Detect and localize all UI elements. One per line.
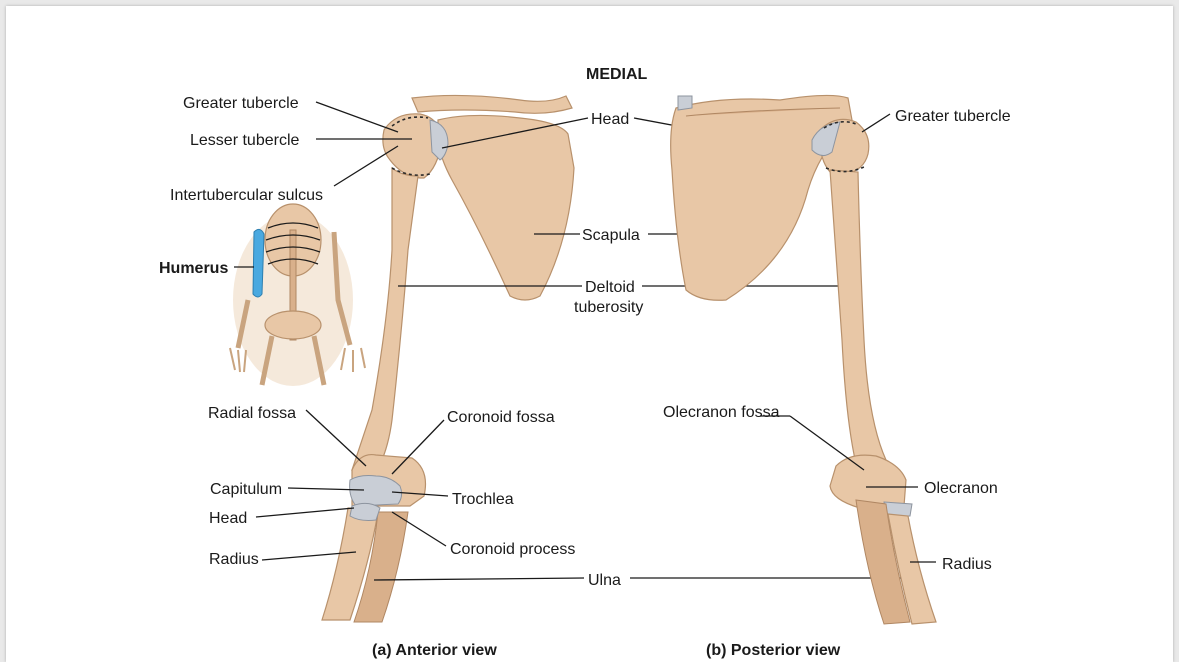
head-label: Head — [591, 111, 629, 128]
anterior-radius-label: Radius — [209, 551, 259, 568]
radial-fossa-label: Radial fossa — [208, 405, 296, 422]
diagram-card — [6, 6, 1173, 662]
anterior-view-caption: (a) Anterior view — [372, 642, 497, 659]
anterior-greater-tubercle-label: Greater tubercle — [183, 95, 299, 112]
deltoid-label-line2: tuberosity — [574, 299, 643, 316]
coronoid-process-label: Coronoid process — [450, 541, 575, 558]
olecranon-fossa-label: Olecranon fossa — [663, 404, 780, 421]
olecranon-label: Olecranon — [924, 480, 998, 497]
deltoid-label-line1: Deltoid — [585, 279, 635, 296]
anterior-head-label: Head — [209, 510, 247, 527]
medial-label: MEDIAL — [586, 66, 648, 83]
skeleton-inset — [229, 203, 366, 386]
ulna-label: Ulna — [588, 572, 621, 589]
anterior-view-bones — [321, 94, 575, 623]
posterior-greater-tubercle-label: Greater tubercle — [895, 108, 1011, 125]
intertubercular-sulcus-label: Intertubercular sulcus — [170, 187, 323, 204]
posterior-view-caption: (b) Posterior view — [706, 642, 841, 659]
coronoid-fossa-label: Coronoid fossa — [447, 409, 555, 426]
posterior-radius-label: Radius — [942, 556, 992, 573]
anterior-lesser-tubercle-label: Lesser tubercle — [190, 132, 299, 149]
humerus-highlight — [252, 228, 265, 298]
trochlea-label: Trochlea — [452, 491, 514, 508]
scapula-label: Scapula — [582, 227, 640, 244]
capitulum-label: Capitulum — [210, 481, 282, 498]
posterior-view-bones — [670, 94, 937, 625]
humerus-label: Humerus — [159, 260, 228, 277]
